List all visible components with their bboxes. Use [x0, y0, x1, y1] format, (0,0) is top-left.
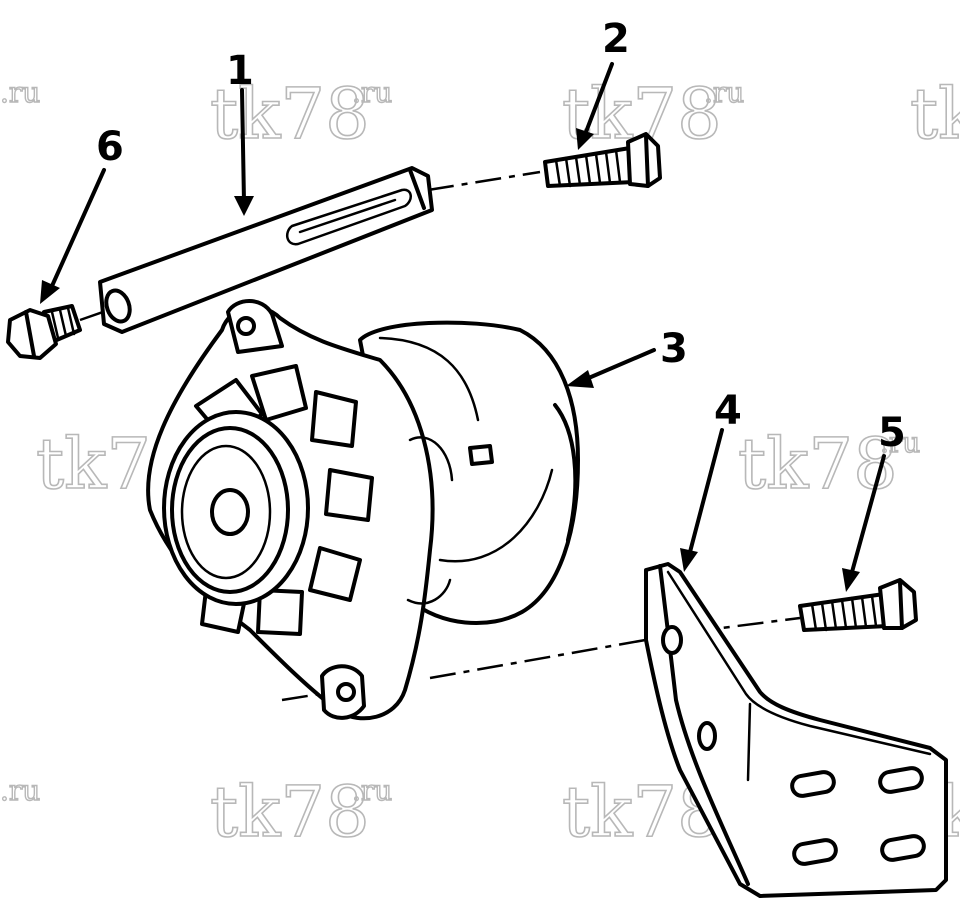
callout-6: 6 — [96, 124, 124, 170]
arrowhead-3 — [566, 370, 594, 388]
callout-4: 4 — [714, 388, 742, 434]
watermark-suffix: .ru — [352, 774, 392, 807]
alternator — [146, 299, 580, 721]
callout-2: 2 — [602, 16, 630, 62]
pivot-bolt — [6, 304, 82, 360]
watermark-text: tk78 — [910, 73, 960, 155]
callout-3: 3 — [660, 326, 688, 372]
watermark-text: tk78 — [210, 771, 370, 853]
arrowhead-2 — [576, 128, 594, 150]
watermark-text: tk78 — [210, 73, 370, 155]
arrowhead-1 — [234, 196, 254, 216]
callout-5: 5 — [878, 410, 906, 456]
callout-labels: 1 2 3 4 5 6 — [96, 16, 906, 456]
watermark-suffix: .ru — [880, 426, 920, 459]
arrow-3 — [582, 348, 656, 382]
watermark-suffix: .ru — [352, 76, 392, 109]
leader-arrows — [40, 62, 886, 592]
adjusting-bolt — [543, 132, 662, 188]
watermark-suffix: .ru — [704, 76, 744, 109]
mounting-bracket — [644, 562, 948, 898]
callout-1: 1 — [226, 48, 254, 94]
watermark-suffix: .ru — [0, 774, 40, 807]
watermark-text: tk78 — [738, 423, 898, 505]
arrow-2 — [584, 62, 614, 134]
arrow-1 — [240, 88, 246, 204]
arrow-6 — [50, 168, 106, 288]
arrowhead-4 — [680, 548, 698, 572]
watermark-suffix: .ru — [0, 76, 40, 109]
arrowhead-5 — [842, 568, 860, 592]
adjusting-link — [98, 166, 434, 334]
mounting-bolt — [798, 578, 918, 632]
arrow-5 — [850, 454, 886, 574]
arrow-4 — [688, 428, 724, 554]
arrowhead-6 — [40, 280, 60, 304]
